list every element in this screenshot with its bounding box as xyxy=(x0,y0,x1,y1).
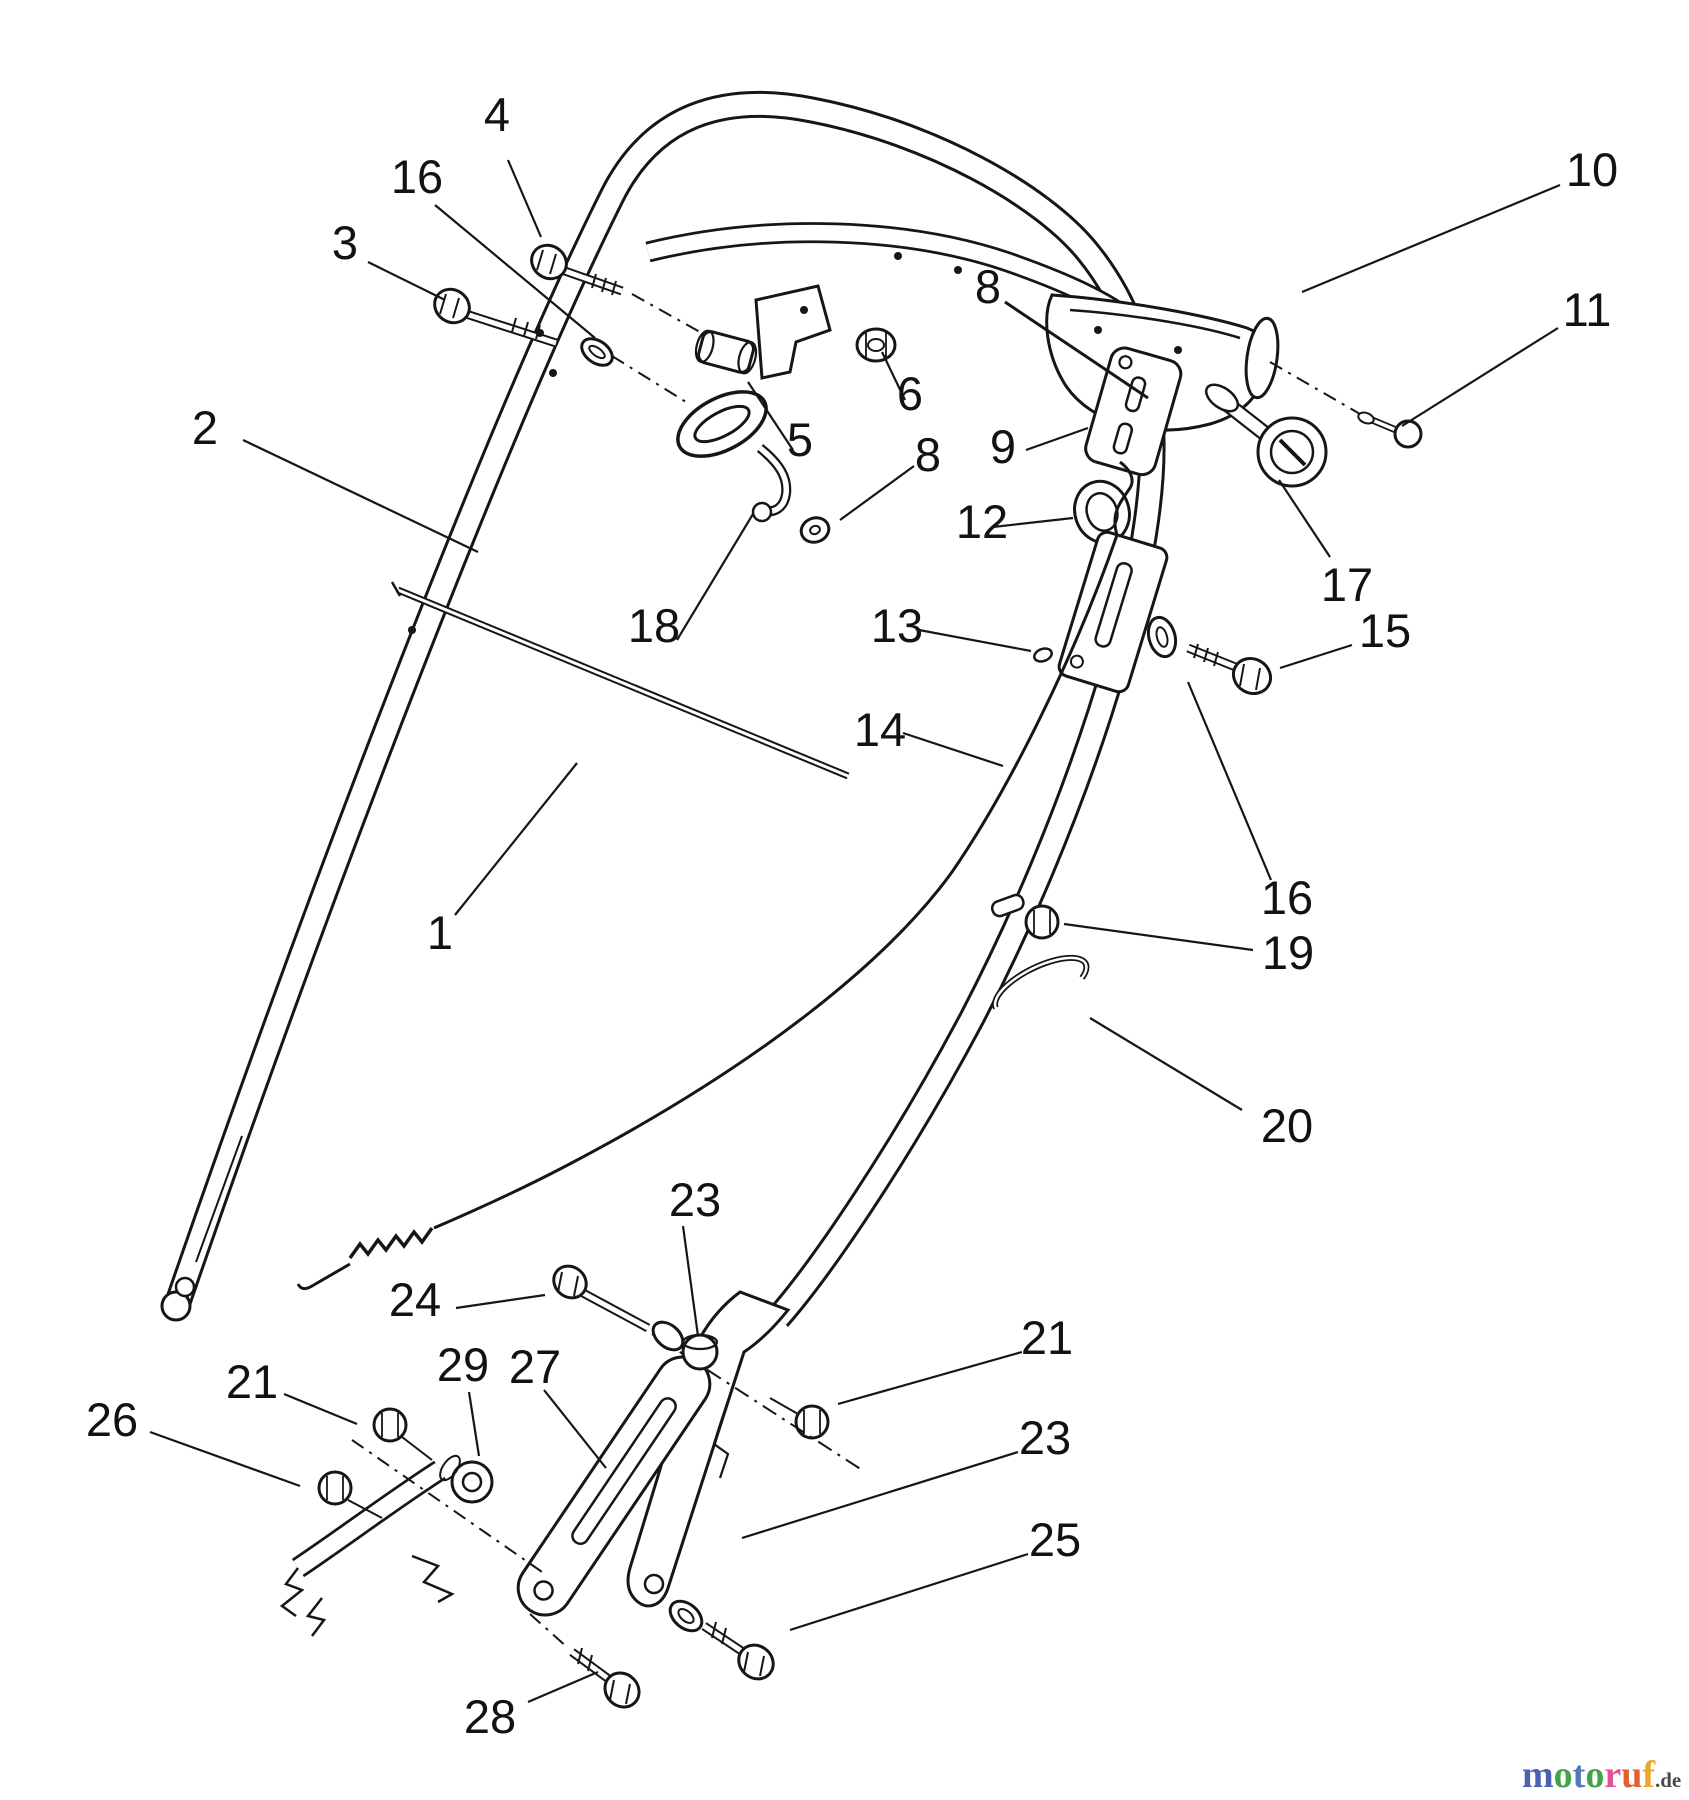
washer-16-left xyxy=(580,337,687,403)
part-label-3-2: 3 xyxy=(332,216,358,269)
part-label-14-11: 14 xyxy=(854,703,906,756)
part-label-21-27: 21 xyxy=(1021,1311,1073,1364)
part-label-5-4: 5 xyxy=(787,413,813,466)
bar-hole-dot xyxy=(894,252,902,260)
nut-8 xyxy=(799,516,831,544)
clip-20 xyxy=(992,954,1090,1010)
part-label-11-14: 11 xyxy=(1563,283,1612,336)
left-mount-arm xyxy=(279,1439,546,1637)
bar-hole-dot xyxy=(954,266,962,274)
part-label-18-12: 18 xyxy=(628,599,680,652)
part-label-4-0: 4 xyxy=(484,88,510,141)
nut-26 xyxy=(317,1470,383,1519)
left-grip-hole xyxy=(174,1276,196,1298)
bolt-4 xyxy=(530,243,701,333)
bushing-23-top xyxy=(681,1333,719,1371)
left-grip-end-cap xyxy=(160,1290,192,1322)
part-label-8-6: 8 xyxy=(975,260,1001,313)
part-label-6-5: 6 xyxy=(897,367,923,420)
part-label-23-21: 23 xyxy=(669,1173,721,1226)
leader-lines xyxy=(149,159,1561,1704)
part-label-8-7: 8 xyxy=(915,428,941,481)
part-label-15-16: 15 xyxy=(1359,604,1411,657)
part-label-9-8: 9 xyxy=(990,420,1016,473)
part-label-13-10: 13 xyxy=(871,599,923,652)
washer-16-right xyxy=(1146,615,1178,659)
bushing-29 xyxy=(439,1454,494,1504)
control-cable xyxy=(296,460,1134,1291)
part-label-17-15: 17 xyxy=(1321,558,1373,611)
part-label-26-26: 26 xyxy=(86,1393,138,1446)
trunnion-plate xyxy=(1033,530,1169,694)
part-label-23-28: 23 xyxy=(1019,1411,1071,1464)
part-label-25-29: 25 xyxy=(1029,1513,1081,1566)
part-label-19-18: 19 xyxy=(1262,926,1314,979)
nut-21-right xyxy=(794,1404,830,1440)
part-label-24-22: 24 xyxy=(389,1273,441,1326)
eyelet-18 xyxy=(676,390,792,523)
bolt-25 xyxy=(701,1621,775,1681)
bolt-24 xyxy=(552,1264,685,1352)
washer-23-lower xyxy=(668,1599,704,1633)
set-screw xyxy=(1033,647,1053,663)
nut-21-left xyxy=(372,1407,433,1461)
part-label-2-3: 2 xyxy=(192,401,218,454)
part-label-12-9: 12 xyxy=(956,495,1008,548)
console-end-cap xyxy=(1244,316,1280,400)
part-label-28-30: 28 xyxy=(464,1690,516,1743)
tube-hole-dot xyxy=(536,329,544,337)
part-label-21-25: 21 xyxy=(226,1355,278,1408)
bolt-28 xyxy=(529,1613,641,1709)
cross-rod xyxy=(390,581,850,780)
bolt-15 xyxy=(1186,643,1273,696)
part-label-1-20: 1 xyxy=(427,906,453,959)
part-label-27-24: 27 xyxy=(509,1340,561,1393)
handle-tube-main xyxy=(160,90,1166,1327)
knob-17 xyxy=(1204,383,1328,488)
cable-spring xyxy=(348,1226,434,1260)
part-label-29-23: 29 xyxy=(437,1338,489,1391)
bolt-3 xyxy=(433,287,558,348)
latch-bracket-5 xyxy=(694,284,832,380)
pin-and-nut-19 xyxy=(990,893,1060,940)
nut-6 xyxy=(855,327,897,363)
hinge-bracket xyxy=(1084,346,1183,477)
motoruf-logo: motoruf.de xyxy=(1522,1754,1681,1796)
part-label-10-13: 10 xyxy=(1566,143,1618,196)
part-label-16-1: 16 xyxy=(391,150,443,203)
tube-hole-dot xyxy=(549,369,557,377)
part-label-20-19: 20 xyxy=(1261,1099,1313,1152)
right-strap xyxy=(626,1290,799,1608)
part-label-16-17: 16 xyxy=(1261,871,1313,924)
